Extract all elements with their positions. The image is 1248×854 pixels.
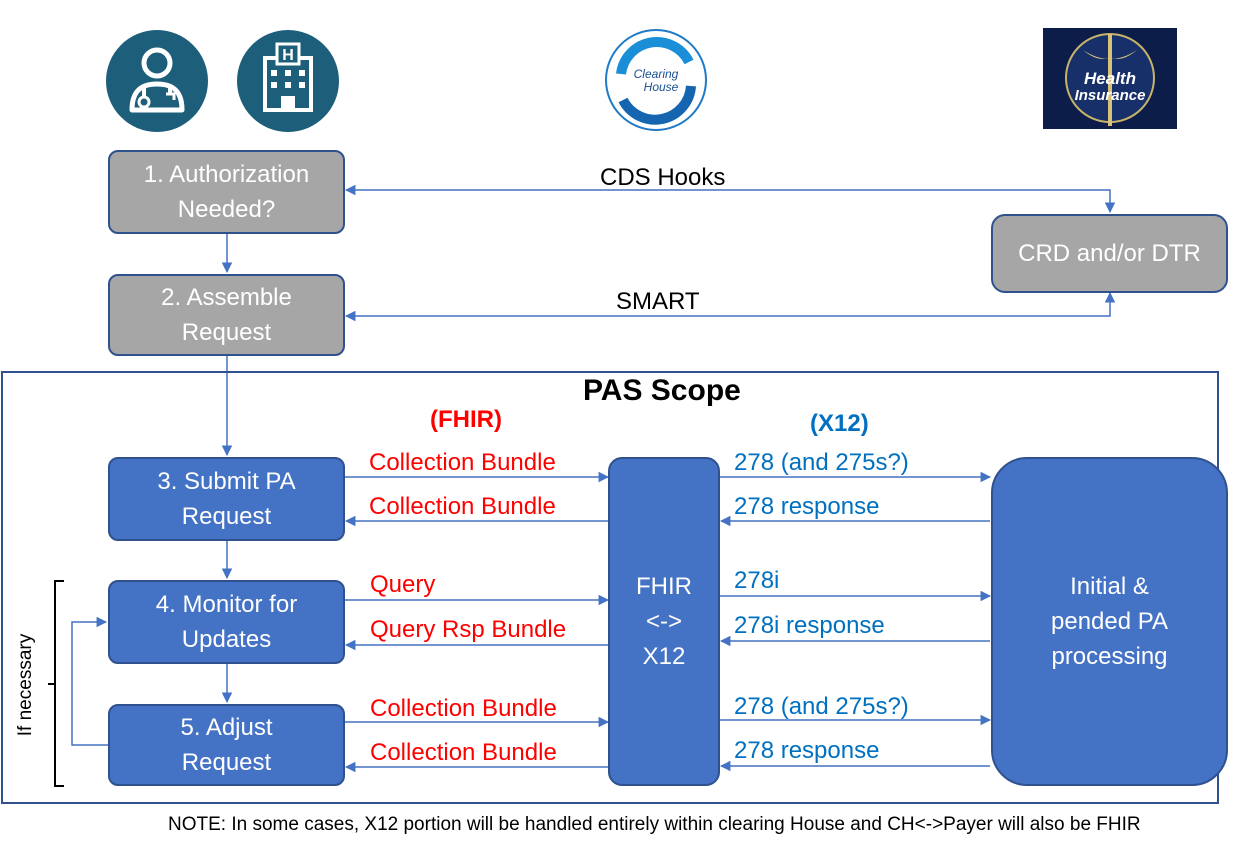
crd-dtr-box: CRD and/or DTR (991, 214, 1228, 293)
smart-label: SMART (616, 288, 700, 315)
fhir-msg-6: Collection Bundle (370, 739, 557, 766)
pas-scope-title: PAS Scope (583, 374, 741, 407)
clearing-house-logo: Clearing House (605, 29, 707, 131)
cds-hooks-arrow (344, 184, 1116, 214)
doctor-icon (106, 30, 208, 132)
health-insurance-logo: Health Insurance (1043, 28, 1177, 129)
step-2-assemble-request: 2. Assemble Request (108, 274, 345, 356)
fhir-msg-1: Collection Bundle (369, 449, 556, 476)
svg-text:Insurance: Insurance (1075, 87, 1146, 104)
fhir-msg-5: Collection Bundle (370, 695, 557, 722)
if-necessary-label: If necessary (15, 633, 36, 737)
fhir-msg-3: Query (370, 571, 436, 598)
step-4-monitor-for-updates: 4. Monitor for Updates (108, 580, 345, 664)
step-1-authorization-needed: 1. Authorization Needed? (108, 150, 345, 234)
step-4-label: 4. Monitor for Updates (155, 591, 298, 653)
x12-msg-3: 278i (734, 567, 780, 594)
crd-dtr-label: CRD and/or DTR (1018, 240, 1201, 267)
cds-hooks-label: CDS Hooks (600, 164, 726, 191)
step-3-label: 3. Submit PA Request (157, 468, 296, 530)
step-2-label: 2. Assemble Request (161, 284, 292, 346)
x12-msg-5: 278 (and 275s?) (734, 693, 909, 720)
converter-label: FHIR <-> X12 (636, 573, 692, 670)
clearing-house-logo-text-2: House (644, 80, 679, 94)
step-5-adjust-request: 5. Adjust Request (108, 704, 345, 786)
fhir-x12-converter: FHIR <-> X12 (608, 457, 720, 786)
step-1-label: 1. Authorization Needed? (143, 161, 310, 223)
svg-text:H: H (282, 47, 294, 64)
step-5-label: 5. Adjust Request (180, 714, 273, 776)
step-3-submit-pa-request: 3. Submit PA Request (108, 457, 345, 541)
smart-arrow (344, 291, 1116, 322)
pa-processing-box: Initial & pended PA processing (991, 457, 1228, 786)
x12-heading: (X12) (810, 410, 869, 437)
fhir-msg-2: Collection Bundle (369, 493, 556, 520)
processing-label: Initial & pended PA processing (1051, 573, 1168, 670)
x12-msg-1: 278 (and 275s?) (734, 449, 909, 476)
loop-arrow (71, 616, 108, 746)
footnote: NOTE: In some cases, X12 portion will be… (168, 814, 1141, 835)
x12-msg-4: 278i response (734, 612, 885, 639)
x12-msg-2: 278 response (734, 493, 880, 520)
hospital-icon: H (237, 30, 339, 132)
clearing-house-logo-text-1: Clearing (634, 67, 679, 81)
fhir-msg-4: Query Rsp Bundle (370, 616, 567, 643)
fhir-heading: (FHIR) (430, 406, 502, 433)
x12-msg-6: 278 response (734, 737, 880, 764)
svg-text:Health: Health (1084, 69, 1136, 88)
